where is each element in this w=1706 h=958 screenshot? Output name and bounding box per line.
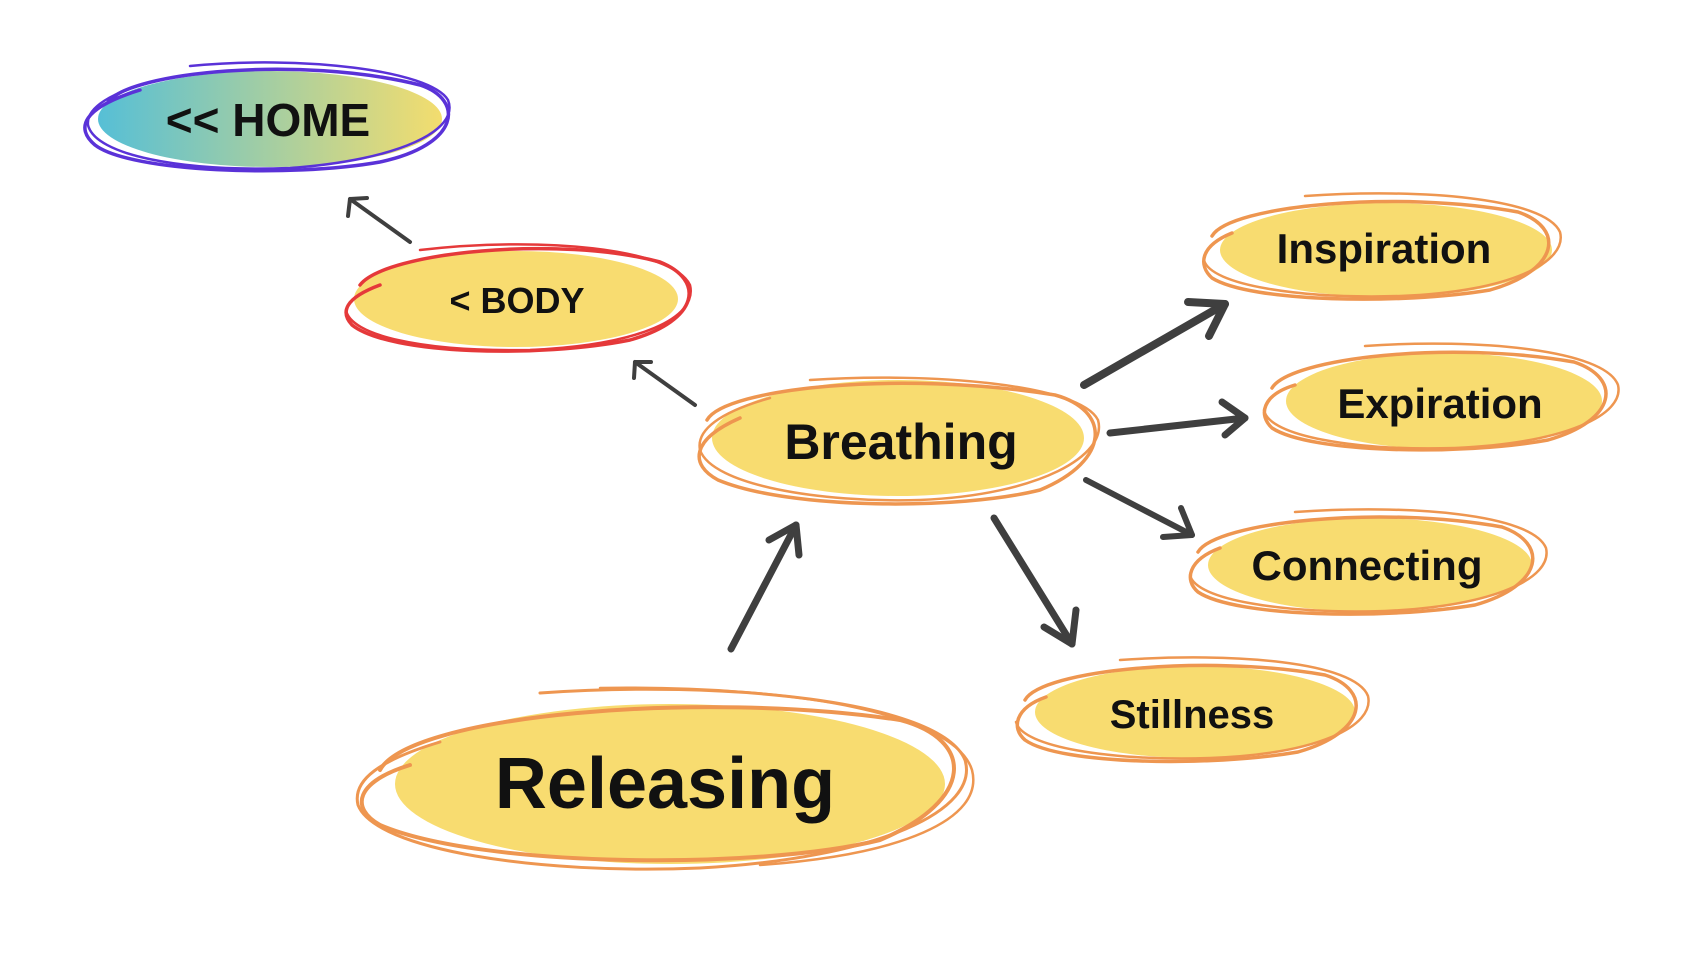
connecting-label: Connecting (1252, 542, 1483, 589)
arrow-breathing-to-stillness (990, 514, 1080, 648)
releasing-label: Releasing (495, 744, 835, 824)
home-button[interactable]: << HOME (83, 61, 451, 173)
body-button[interactable]: < BODY (344, 243, 692, 353)
stillness-node[interactable]: Stillness (1014, 656, 1370, 764)
stillness-label: Stillness (1110, 693, 1275, 737)
breathing-label: Breathing (784, 414, 1017, 470)
releasing-node[interactable]: Releasing (355, 686, 975, 871)
arrow-breathing-to-inspiration (1080, 298, 1229, 389)
arrow-releasing-to-breathing (727, 521, 803, 653)
arrow-breathing-to-expiration (1106, 398, 1249, 439)
breathing-node[interactable]: Breathing (697, 376, 1101, 506)
arrow-breathing-to-body (632, 360, 697, 407)
expiration-label: Expiration (1337, 380, 1542, 427)
expiration-node[interactable]: Expiration (1262, 342, 1620, 452)
arrow-body-to-home (346, 196, 412, 244)
home-label: << HOME (166, 94, 371, 146)
arrow-breathing-to-connecting (1083, 477, 1195, 540)
inspiration-label: Inspiration (1277, 225, 1492, 272)
body-label: < BODY (449, 280, 584, 321)
inspiration-node[interactable]: Inspiration (1202, 192, 1562, 301)
arrows (346, 196, 1249, 653)
connecting-node[interactable]: Connecting (1188, 508, 1548, 616)
